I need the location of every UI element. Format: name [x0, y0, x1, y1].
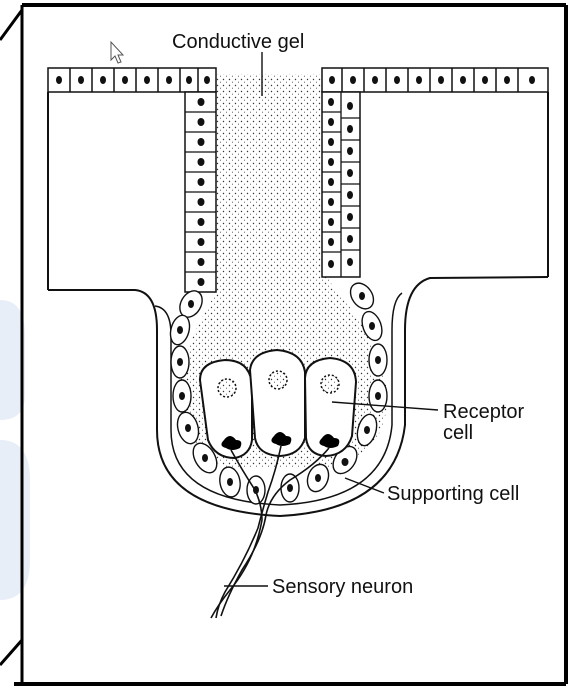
canal-wall-left	[185, 92, 216, 292]
label-sensory-neuron: Sensory neuron	[272, 576, 413, 598]
watermark	[0, 300, 30, 600]
canal-wall-right	[322, 92, 360, 277]
label-cell: cell	[443, 422, 473, 444]
label-supporting-cell: Supporting cell	[387, 483, 519, 505]
label-receptor: Receptor	[443, 401, 524, 423]
label-conductive-gel: Conductive gel	[172, 31, 304, 53]
mouse-cursor-icon	[111, 42, 123, 63]
